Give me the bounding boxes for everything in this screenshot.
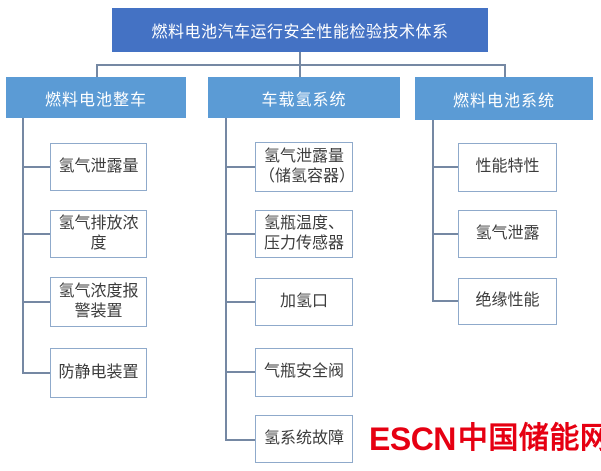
leaf-node-refueling-port: 加氢口 xyxy=(255,278,353,326)
connector-drop-middle xyxy=(299,64,301,78)
branch-node-fuel-cell-system: 燃料电池系统 xyxy=(415,77,593,120)
connector-right-elbow-1 xyxy=(432,166,458,168)
leaf-node-performance-characteristics: 性能特性 xyxy=(458,143,557,192)
brand-logo: ESCN 中国储能网 xyxy=(369,423,601,455)
leaf-node-h2-concentration-alarm: 氢气浓度报警装置 xyxy=(50,277,147,327)
connector-left-trunk xyxy=(22,118,24,374)
connector-middle-elbow-3 xyxy=(225,301,255,303)
root-node: 燃料电池汽车运行安全性能检验技术体系 xyxy=(112,8,488,52)
branch-node-vehicle: 燃料电池整车 xyxy=(6,77,186,118)
leaf-node-insulation-performance: 绝缘性能 xyxy=(458,278,557,325)
connector-left-elbow-1 xyxy=(22,166,50,168)
leaf-node-h2-leakage: 氢气泄露量 xyxy=(50,143,147,191)
connector-middle-trunk xyxy=(225,118,227,440)
connector-middle-elbow-4 xyxy=(225,371,255,373)
connector-middle-elbow-1 xyxy=(225,166,255,168)
brand-text-escn: ESCN xyxy=(369,421,456,457)
leaf-node-antistatic-device: 防静电装置 xyxy=(50,348,147,398)
branch-node-hydrogen-system: 车载氢系统 xyxy=(208,77,400,118)
connector-right-elbow-3 xyxy=(432,300,458,302)
connector-right-elbow-2 xyxy=(432,233,458,235)
connector-middle-elbow-5 xyxy=(225,439,255,441)
connector-top-rail xyxy=(96,64,505,66)
leaf-node-h2-system-fault: 氢系统故障 xyxy=(255,415,353,463)
leaf-node-h2-emission-concentration: 氢气排放浓度 xyxy=(50,210,147,258)
connector-drop-left xyxy=(96,64,98,78)
connector-middle-elbow-2 xyxy=(225,233,255,235)
connector-drop-right xyxy=(504,64,506,77)
leaf-node-h2-leakage-storage-vessel: 氢气泄露量（储氢容器） xyxy=(255,142,355,192)
connector-right-trunk xyxy=(432,120,434,302)
connector-left-elbow-4 xyxy=(22,372,50,374)
brand-text-site: 中国储能网 xyxy=(457,422,601,455)
leaf-node-cylinder-safety-valve: 气瓶安全阀 xyxy=(255,348,353,397)
leaf-node-cylinder-temp-pressure-sensor: 氢瓶温度、压力传感器 xyxy=(255,210,353,258)
connector-left-elbow-3 xyxy=(22,301,50,303)
connector-left-elbow-2 xyxy=(22,233,50,235)
leaf-node-h2-leak: 氢气泄露 xyxy=(458,210,557,258)
connector-root-stem xyxy=(299,52,301,64)
